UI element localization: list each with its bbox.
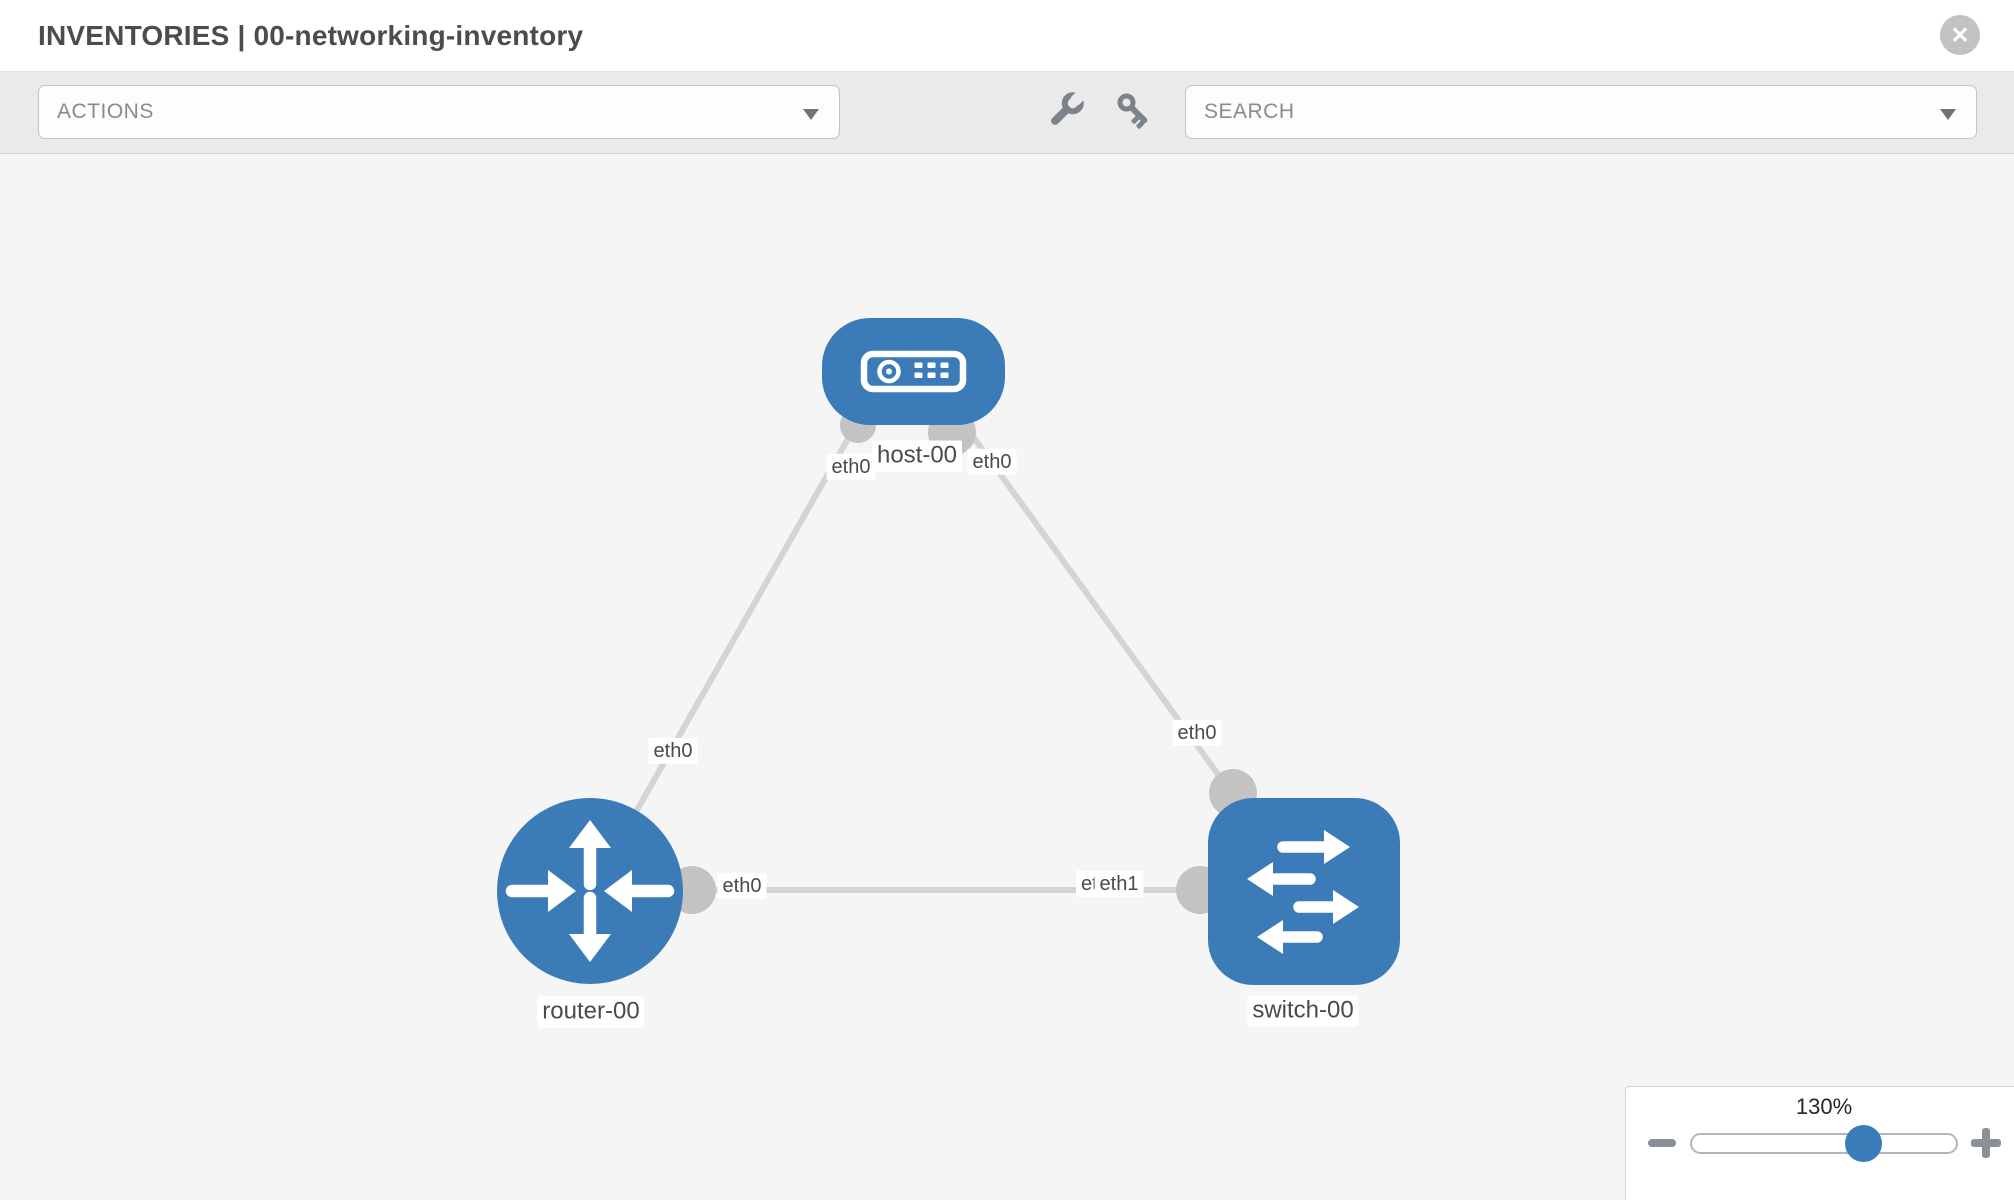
zoom-slider-handle[interactable] [1845, 1125, 1882, 1162]
interface-label: eth0 [1172, 719, 1222, 747]
zoom-level: 130% [1795, 1094, 1853, 1119]
interface-label: eth0 [967, 448, 1017, 476]
interface-label: eth0 [717, 872, 767, 900]
interface-label: eth1 [1094, 870, 1144, 898]
toolbar: ACTIONS SEARC [0, 72, 2014, 154]
topology-graph [497, 318, 1400, 985]
node-label-host-00: host-00 [871, 440, 963, 472]
key-icon [1117, 93, 1148, 129]
node-label-switch-00: switch-00 [1247, 995, 1359, 1027]
host-node-shape[interactable] [822, 318, 1005, 425]
wrench-icon [1051, 91, 1085, 125]
switch-icon [1247, 830, 1359, 954]
topology-canvas[interactable] [0, 153, 2014, 1200]
host-icon [860, 350, 967, 393]
page-title: INVENTORIES | 00-networking-inventory [38, 20, 584, 51]
node-label-router-00: router-00 [537, 996, 645, 1028]
chevron-down-icon [803, 109, 819, 120]
search-dropdown[interactable]: SEARCH [1185, 85, 1977, 139]
node-host-00[interactable] [822, 318, 1005, 425]
node-router-00[interactable] [497, 798, 683, 984]
zoom-slider-track[interactable] [1690, 1133, 1958, 1154]
credentials-button[interactable] [1113, 89, 1157, 133]
search-dropdown-label: SEARCH [1204, 100, 1295, 123]
actions-dropdown-label: ACTIONS [57, 100, 154, 123]
switch-node-shape[interactable] [1208, 798, 1400, 985]
chevron-down-icon [1940, 109, 1956, 120]
actions-dropdown[interactable]: ACTIONS [38, 85, 840, 139]
plus-icon[interactable] [1982, 1128, 1990, 1158]
interface-label: eth0 [826, 453, 876, 481]
header: INVENTORIES | 00-networking-inventory ✕ [0, 0, 2014, 72]
interface-label: eth0 [648, 737, 698, 765]
close-icon: ✕ [1950, 22, 1970, 48]
node-switch-00[interactable] [1208, 798, 1400, 985]
close-button[interactable]: ✕ [1940, 15, 1980, 55]
configure-button[interactable] [1043, 89, 1087, 133]
router-icon [505, 820, 675, 962]
router-node-shape[interactable] [497, 798, 683, 984]
zoom-out-button[interactable] [1648, 1139, 1676, 1147]
